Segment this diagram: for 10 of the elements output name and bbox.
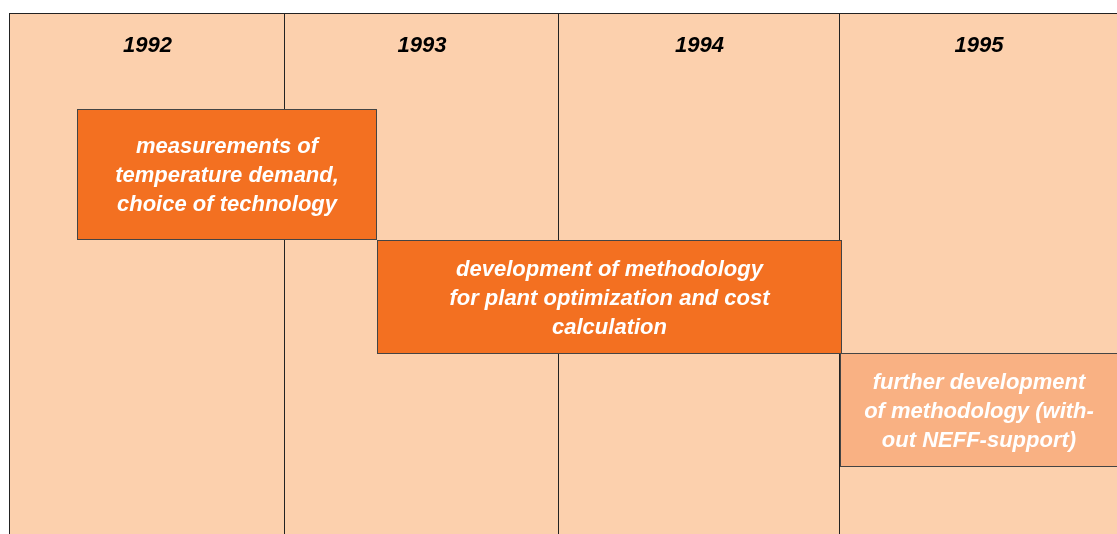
year-label: 1994	[675, 32, 724, 58]
task-label: development of methodology for plant optimization and cost calculation	[448, 254, 772, 341]
year-label: 1993	[397, 32, 447, 58]
task-label: measurements of temperature demand, choice of technology	[114, 132, 340, 218]
year-label: 1992	[123, 32, 172, 58]
task-bar	[840, 353, 1117, 467]
year-label: 1995	[954, 32, 1004, 58]
task-bar	[377, 240, 842, 354]
task-bar	[77, 109, 377, 240]
task-label: further development of methodology (with-out NEFF-support)	[863, 367, 1095, 454]
